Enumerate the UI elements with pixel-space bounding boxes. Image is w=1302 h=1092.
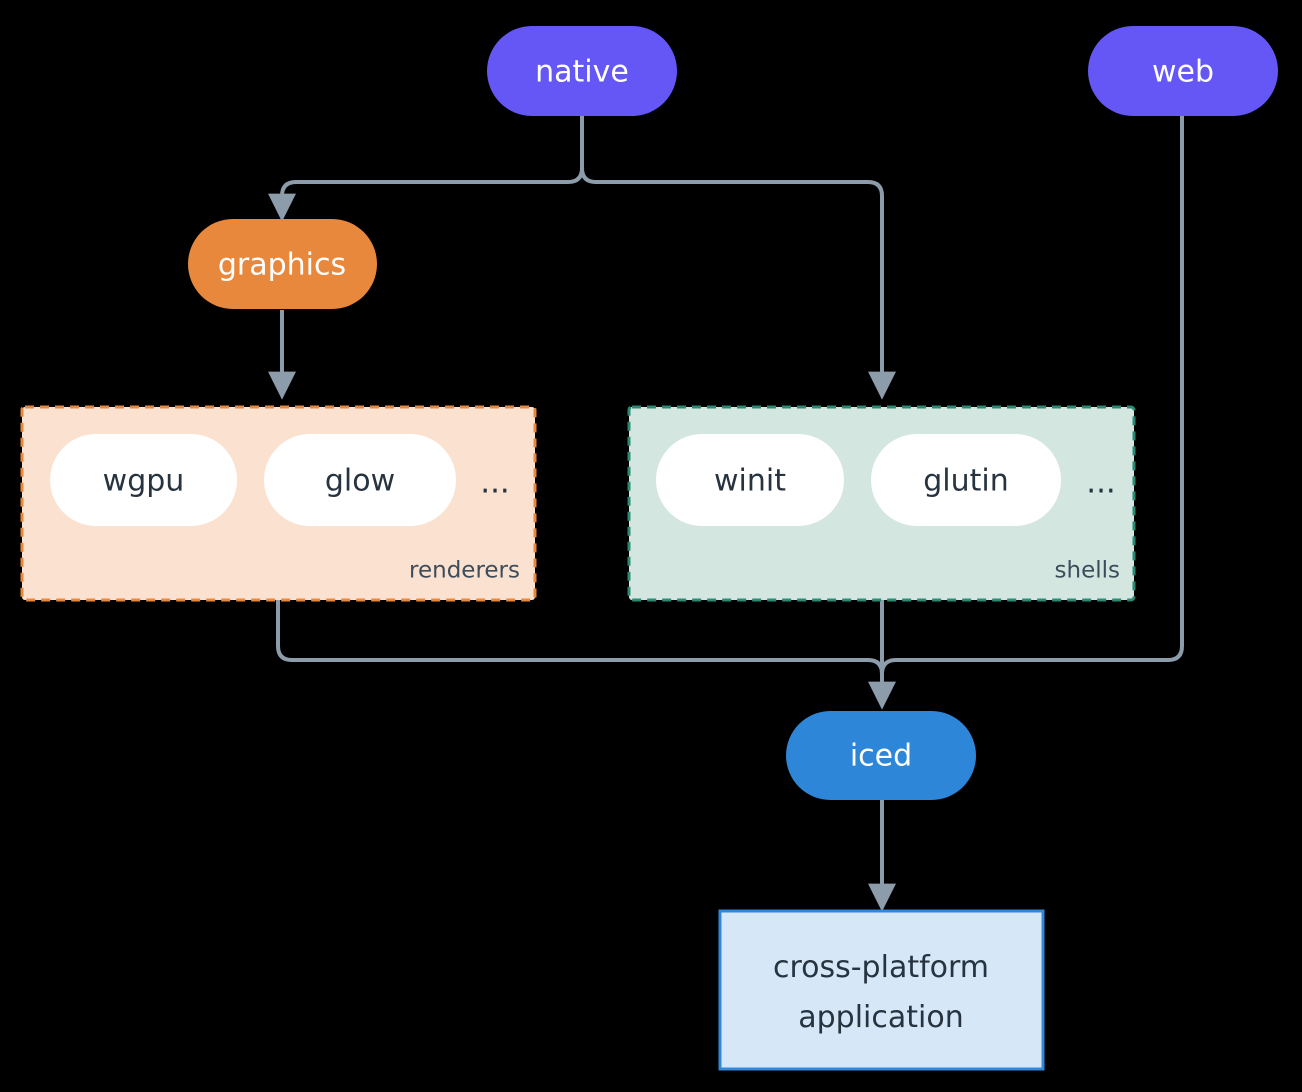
edge-layer (268, 116, 1184, 912)
node-iced-label: iced (850, 739, 912, 774)
renderer-item-glow-pill[interactable] (264, 434, 456, 526)
node-application-label-line1: cross-platform (773, 950, 989, 985)
shell-item-winit-label: winit (714, 464, 786, 499)
cluster-shells: winit glutin ... shells (627, 405, 1136, 602)
shell-item-glutin[interactable]: glutin (871, 434, 1061, 526)
shell-item-winit[interactable]: winit (656, 434, 844, 526)
edge-renderers-to-iced (276, 600, 884, 688)
node-graphics-label: graphics (218, 248, 346, 283)
shell-item-glutin-pill[interactable] (871, 434, 1061, 526)
renderer-item-wgpu[interactable]: wgpu (50, 434, 237, 526)
edge-native-to-shells (580, 116, 896, 400)
node-application[interactable]: cross-platform application (718, 909, 1045, 1071)
cluster-shells-label: shells (1055, 558, 1120, 584)
shells-ellipsis: ... (1086, 465, 1116, 501)
renderer-item-wgpu-label: wgpu (103, 464, 185, 499)
node-native-label: native (535, 55, 629, 90)
node-application-label-line2: application (798, 1000, 963, 1035)
edge-native-to-graphics (268, 116, 584, 222)
cluster-renderers: wgpu glow ... renderers (20, 405, 537, 602)
node-web[interactable]: web (1088, 26, 1278, 116)
renderer-item-glow[interactable]: glow (264, 434, 456, 526)
node-native[interactable]: native (487, 26, 677, 116)
node-iced-shape[interactable] (786, 711, 976, 800)
shell-item-glutin-label: glutin (923, 464, 1009, 499)
node-native-shape[interactable] (487, 26, 677, 116)
node-web-label: web (1152, 55, 1214, 90)
node-graphics[interactable]: graphics (188, 219, 377, 309)
renderer-item-wgpu-pill[interactable] (50, 434, 237, 526)
node-graphics-shape[interactable] (188, 219, 377, 309)
renderers-ellipsis: ... (480, 465, 510, 501)
renderer-item-glow-label: glow (325, 464, 395, 499)
cluster-renderers-label: renderers (409, 558, 520, 584)
shell-item-winit-pill[interactable] (656, 434, 844, 526)
edge-web-to-iced (880, 116, 1184, 688)
node-application-shape[interactable] (718, 909, 1045, 1071)
node-iced[interactable]: iced (786, 711, 976, 800)
node-web-shape[interactable] (1088, 26, 1278, 116)
